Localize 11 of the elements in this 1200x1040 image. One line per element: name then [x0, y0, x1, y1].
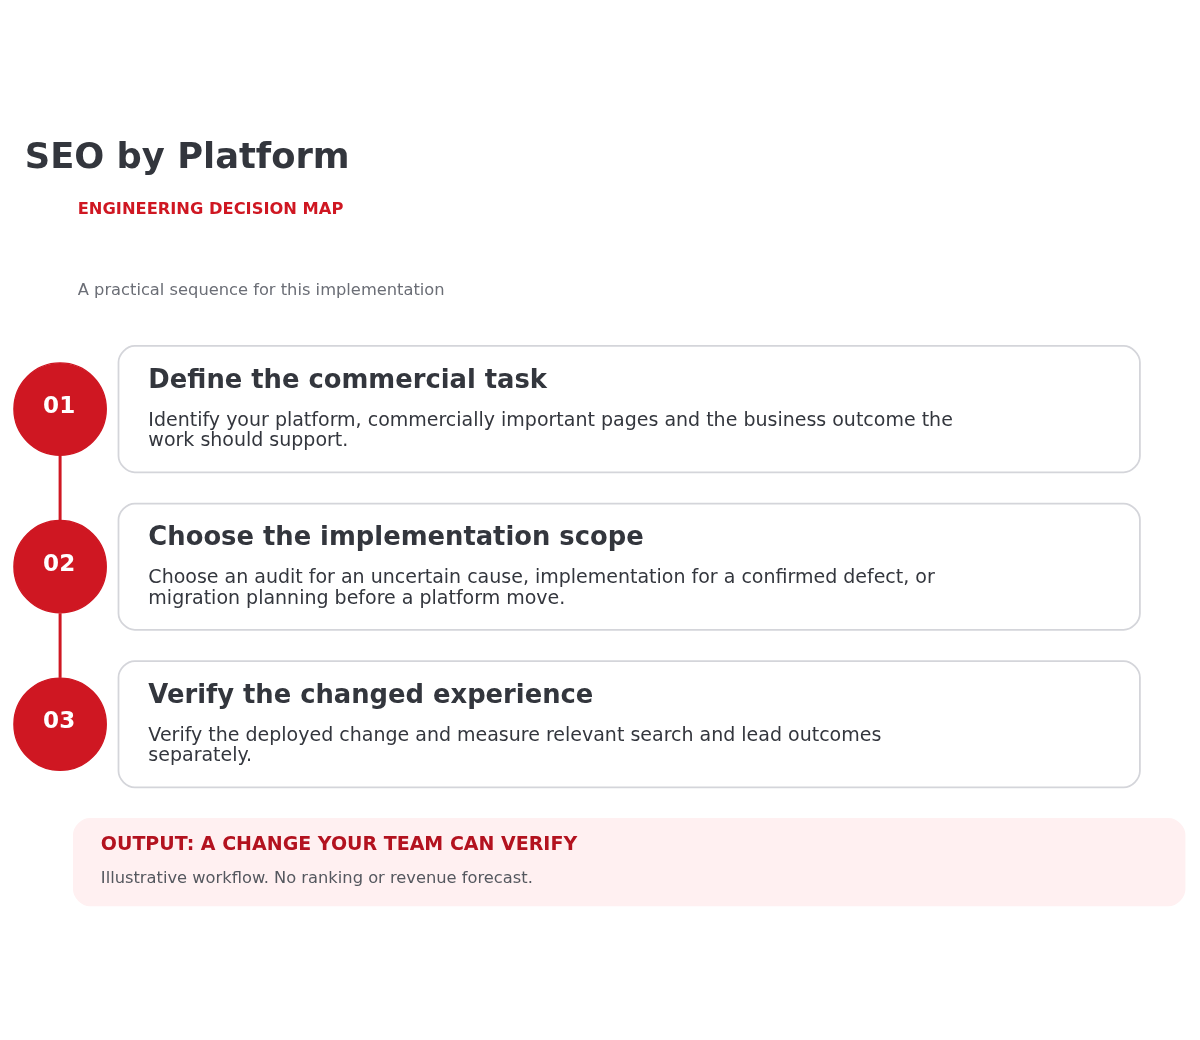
connector: [58, 612, 62, 678]
node-circle: 03: [13, 676, 107, 771]
node-circle: 01: [13, 361, 107, 456]
node-box: Define the commercial task Identify your platform, commercially important pages and the business outcome the work should support.: [117, 344, 1141, 473]
diagram-title: SEO by Platform: [24, 134, 350, 176]
connector: [58, 455, 62, 520]
label: A practical sequence for this implementation: [77, 279, 445, 299]
label: ENGINEERING DECISION MAP: [77, 198, 344, 218]
node-box: Verify the changed experience Verify the deployed change and measure relevant search and lead outcomes separately.: [117, 659, 1141, 788]
node-box: Choose the implementation scope Choose an audit for an uncertain cause, implementation for a confirmed defect, or migration planning before a platform move.: [117, 502, 1141, 631]
node-circle: 02: [13, 519, 107, 614]
